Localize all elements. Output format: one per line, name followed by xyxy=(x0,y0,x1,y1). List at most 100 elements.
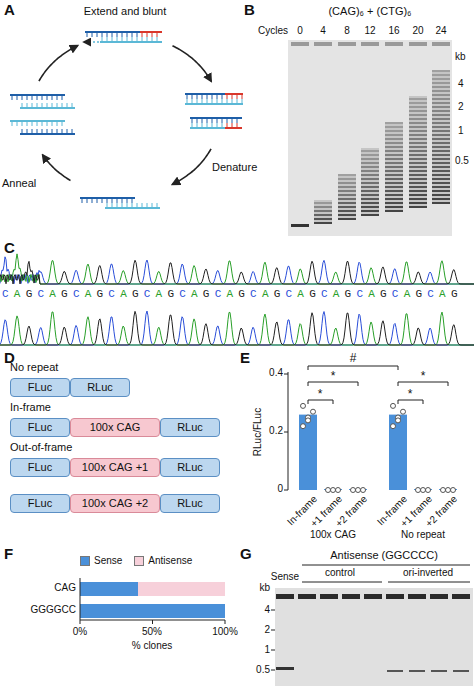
dna-strand xyxy=(32,95,33,100)
gel-image xyxy=(338,186,356,188)
box-label: 100x CAG +1 xyxy=(82,461,148,473)
gel-image xyxy=(409,98,427,100)
dna-strand xyxy=(37,121,38,126)
base-letter: A xyxy=(14,288,26,300)
base-letter: A xyxy=(226,288,238,300)
base-letter: A xyxy=(439,288,451,300)
gel-image xyxy=(385,126,403,128)
axis-title: Cycles xyxy=(258,26,288,36)
gel-image xyxy=(432,82,450,84)
dna-strand xyxy=(137,37,138,42)
group-line xyxy=(302,565,470,566)
gel-image xyxy=(385,142,403,144)
dna-strand xyxy=(132,32,133,37)
dna-strand xyxy=(212,99,213,104)
gel-image xyxy=(385,190,403,192)
dna-strand xyxy=(37,95,38,100)
data-bar xyxy=(389,415,407,490)
chromatogram xyxy=(0,254,474,284)
gel-band xyxy=(387,670,403,672)
dna-strand xyxy=(147,32,148,37)
gel-image xyxy=(385,186,403,188)
gel-image xyxy=(338,190,356,192)
luciferase-box: RLuc xyxy=(160,418,220,437)
dna-strand xyxy=(217,94,218,99)
dna-strand xyxy=(62,121,63,126)
base-letter: G xyxy=(26,288,38,300)
dna-strand xyxy=(122,198,123,203)
base-letter: C xyxy=(250,288,262,300)
dna-strand xyxy=(197,118,198,123)
box-label: FLuc xyxy=(28,381,52,393)
gel-image xyxy=(432,146,450,148)
gel-image xyxy=(432,94,450,96)
dna-strand xyxy=(27,121,28,126)
data-point xyxy=(301,403,306,408)
gel-image xyxy=(385,158,403,160)
dna-strand xyxy=(212,123,213,128)
gel-image xyxy=(291,42,309,46)
gel-image xyxy=(432,118,450,120)
gel-image xyxy=(432,78,450,80)
gel-image xyxy=(271,630,275,631)
cycle-arrow xyxy=(43,155,71,181)
base-letter: C xyxy=(286,288,298,300)
lane-header: ori-inverted xyxy=(403,568,453,578)
gel-image xyxy=(409,118,427,120)
dna-strand xyxy=(62,129,63,134)
stacked-bar-chart xyxy=(152,620,153,624)
dna-strand xyxy=(27,95,28,100)
dna-strand xyxy=(212,118,213,123)
dna-strand xyxy=(117,203,118,208)
base-letter: G xyxy=(451,288,463,300)
gel-image xyxy=(409,126,427,128)
legend-item: Antisense xyxy=(134,556,192,566)
dna-strand xyxy=(187,99,188,104)
dna-strand xyxy=(132,37,133,42)
category-label: CAG xyxy=(54,583,76,593)
base-letter: G xyxy=(132,288,144,300)
gel-image xyxy=(432,158,450,160)
dna-strand xyxy=(42,103,43,108)
gel-image xyxy=(314,218,332,220)
dna-strand xyxy=(185,99,243,104)
bar-chart xyxy=(288,372,289,490)
gel-image xyxy=(409,194,427,196)
dna-strand xyxy=(32,103,33,108)
dna-strand xyxy=(232,99,233,104)
dna-strand xyxy=(192,123,193,128)
gel-image xyxy=(385,174,403,176)
size-marker: 4 xyxy=(458,79,464,89)
gel-image xyxy=(432,162,450,164)
data-point xyxy=(361,488,366,493)
dna-strand xyxy=(27,129,28,134)
gel-image xyxy=(432,42,450,46)
gel-image xyxy=(288,40,452,236)
gel-image xyxy=(385,122,403,124)
dna-strand xyxy=(142,203,143,208)
dna-strand xyxy=(227,118,228,123)
dna-strand xyxy=(132,203,133,208)
dna-strand xyxy=(117,37,118,42)
box-label: RLuc xyxy=(177,461,203,473)
gel-image xyxy=(432,178,450,180)
size-marker: 0.5 xyxy=(455,156,469,166)
dna-strand xyxy=(232,123,233,128)
gel-image xyxy=(385,202,403,204)
gel-image xyxy=(409,102,427,104)
dna-strand xyxy=(87,198,88,203)
data-bar xyxy=(80,582,138,596)
dna-strand xyxy=(107,203,108,208)
significance-mark: * xyxy=(331,370,336,382)
gel-image xyxy=(288,40,452,236)
bar-chart xyxy=(284,490,288,491)
gel-image xyxy=(409,138,427,140)
dna-strand xyxy=(57,103,58,108)
dna-strand xyxy=(152,37,153,42)
gel-image xyxy=(432,86,450,88)
significance-bracket xyxy=(308,400,333,404)
data-point xyxy=(311,409,316,414)
dna-strand xyxy=(102,32,103,37)
gel-image xyxy=(314,214,332,216)
gel-image xyxy=(432,142,450,144)
